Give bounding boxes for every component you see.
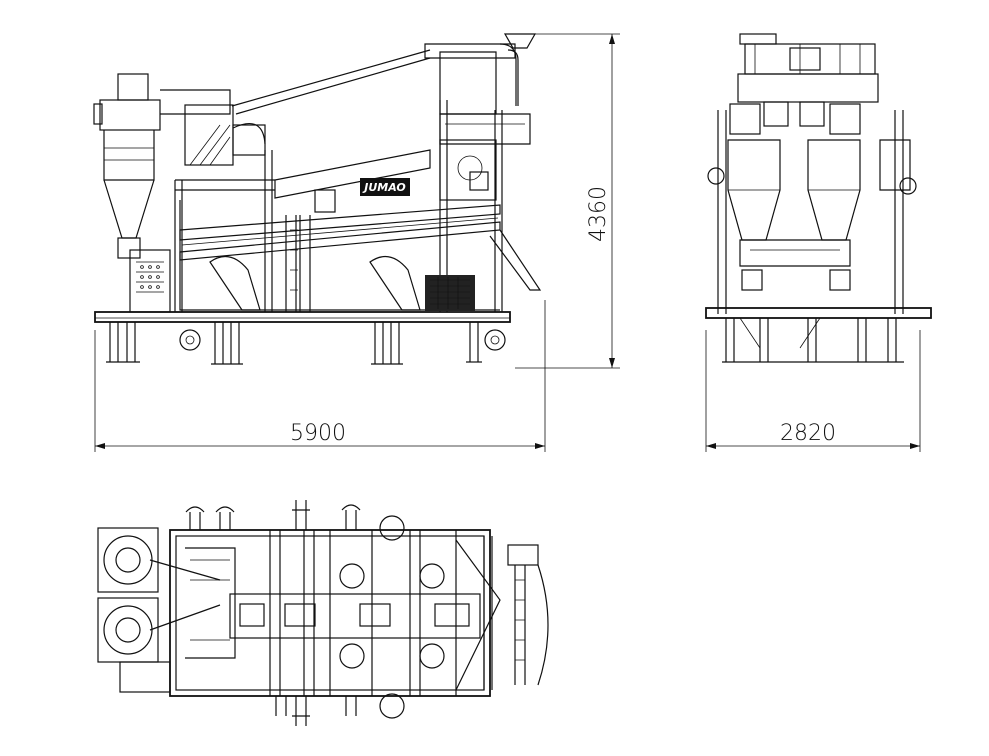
brand-logo: JUMAO (360, 178, 410, 196)
screen-decks (179, 149, 501, 261)
cyclone-separator (93, 73, 231, 259)
side-elevation-view: JUMAO (93, 33, 542, 365)
vertical-pipes (285, 189, 336, 312)
top-plan-view (97, 500, 549, 726)
discharge-chutes (209, 229, 542, 311)
length-dimension: 5900 (94, 300, 546, 452)
plan-fans (97, 527, 221, 693)
end-elevation-view (705, 33, 932, 363)
drive-housing (439, 139, 497, 201)
aspiration-chamber (184, 104, 266, 166)
height-dimension-label: 4360 (586, 186, 611, 242)
bucket-elevator (231, 33, 537, 145)
side-legs (106, 322, 482, 365)
fan-unit (425, 275, 475, 311)
brand-logo-text: JUMAO (362, 181, 406, 194)
length-dimension-label: 5900 (290, 421, 346, 446)
control-cabinet (129, 249, 171, 313)
side-wheels (179, 329, 506, 351)
width-dimension: 2820 (705, 330, 921, 452)
width-dimension-label: 2820 (780, 421, 836, 446)
height-dimension: 4360 (515, 33, 620, 369)
